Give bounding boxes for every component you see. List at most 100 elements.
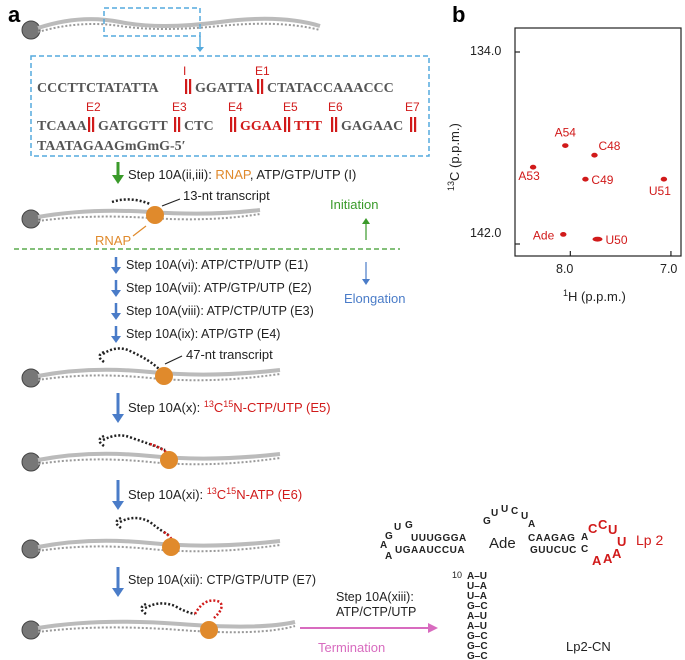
peak-label-c48: C48 xyxy=(598,139,620,153)
nt-red-a2: A xyxy=(603,551,613,566)
seq-line2-s6: GAGAAC xyxy=(341,119,403,134)
stem-pair-6: G–C xyxy=(467,631,488,642)
stem-pair-7: G–C xyxy=(467,641,488,652)
transcript-47-label: 47-nt transcript xyxy=(186,347,273,362)
num-10: 10 xyxy=(452,570,462,580)
seq-line2-s1: TCAAA xyxy=(37,119,88,134)
seq-line1-mid: GGATTA xyxy=(195,81,254,96)
elongation-label: Elongation xyxy=(344,291,405,306)
peak-label-a53: A53 xyxy=(518,169,540,183)
seq-line3: TAATAGAAGmGmG-5′ xyxy=(37,139,186,154)
right-bottom-strand: GUUCUC xyxy=(530,545,577,556)
nt-top-loop-5: A xyxy=(528,519,535,530)
nt-red-c1: C xyxy=(588,521,598,536)
marker-i: I xyxy=(183,64,186,78)
peak-a54 xyxy=(562,143,569,149)
sequence-box xyxy=(30,55,430,157)
dna-complex-e6 xyxy=(21,516,281,559)
nt-red-c2: C xyxy=(598,517,608,532)
nt-red-u2: U xyxy=(617,534,626,549)
seq-line2-s5: TTT xyxy=(294,119,323,134)
ytick-134: 134.0 xyxy=(470,44,501,58)
ade-label: Ade xyxy=(489,535,516,552)
template-zoom-box xyxy=(103,7,201,37)
stem-pair-8: G–C xyxy=(467,651,488,660)
break-e7 xyxy=(410,117,413,132)
panel-a-label: a xyxy=(8,2,21,27)
break-e1 xyxy=(257,79,260,94)
step-ix: Step 10A(ix): ATP/GTP (E4) xyxy=(126,327,280,341)
break-e6 xyxy=(331,117,334,132)
nmr-plot-frame xyxy=(514,27,682,257)
seq-line2-s4: GGAA xyxy=(240,119,283,134)
dna-initiation-complex xyxy=(21,198,261,229)
transcript-13-label: 13-nt transcript xyxy=(183,188,270,203)
marker-e4: E4 xyxy=(228,100,243,114)
nt-red-u1: U xyxy=(608,522,617,537)
step-vii: Step 10A(vii): ATP/GTP/UTP (E2) xyxy=(126,281,312,295)
nt-left-loop-0: U xyxy=(394,522,401,533)
nt-top-loop-3: C xyxy=(511,506,518,517)
dna-template-1 xyxy=(21,16,321,40)
seq-line1-post: CTATACCAAACCC xyxy=(267,81,394,96)
stem-pair-3: G–C xyxy=(467,601,488,612)
bottom-strand: UGAAUCCUA xyxy=(395,545,465,556)
break-e3 xyxy=(174,117,177,132)
lp2cn-title: Lp2-CN xyxy=(566,639,611,654)
stem-pair-2: U–A xyxy=(467,591,487,602)
dna-complex-e5 xyxy=(21,434,281,472)
nt-red-a3: A xyxy=(612,546,622,561)
peak-ade xyxy=(560,232,567,237)
seq-line2-s2: GATGGTT xyxy=(98,119,168,134)
marker-e6: E6 xyxy=(328,100,343,114)
rna-secondary-structure: G U U C U A U G G A A UUUGGGA UGAAUCCUA … xyxy=(380,504,626,660)
dna-47nt-complex xyxy=(21,347,281,388)
break-i xyxy=(185,79,188,94)
step-xii: Step 10A(xii): CTP/GTP/UTP (E7) xyxy=(128,573,316,587)
nt-left-loop-2: G xyxy=(385,531,393,542)
top-strand: UUUGGGA xyxy=(411,533,467,544)
step-xi: Step 10A(xi): 13C15N-ATP (E6) xyxy=(128,486,302,502)
break-e2 xyxy=(88,117,91,132)
panel-b-label: b xyxy=(452,2,465,27)
peak-label-a54: A54 xyxy=(555,126,577,140)
step-x: Step 10A(x): 13C15N-CTP/UTP (E5) xyxy=(128,399,331,415)
stem-pair-4: A–U xyxy=(467,611,487,622)
xtick-8: 8.0 xyxy=(556,262,573,276)
break-e5 xyxy=(284,117,287,132)
step-xiii-line1: Step 10A(xiii): xyxy=(336,590,414,604)
step-viii: Step 10A(viii): ATP/CTP/UTP (E3) xyxy=(126,304,314,318)
dna-complex-e7 xyxy=(21,599,296,640)
nt-top-loop-0: G xyxy=(483,516,491,527)
lp2-label: Lp 2 xyxy=(636,532,663,548)
marker-e7: E7 xyxy=(405,100,420,114)
termination-label: Termination xyxy=(318,640,385,655)
step-xiii-line2: ATP/CTP/UTP xyxy=(336,605,416,619)
nt-right-small-0: A xyxy=(581,532,588,543)
peak-u51 xyxy=(660,176,668,182)
stem-pair-0: A–U xyxy=(467,571,487,582)
marker-e5: E5 xyxy=(283,100,298,114)
seq-line1-pre: CCCTTCTATATTA xyxy=(37,81,159,96)
seq-line2-s3: CTC xyxy=(184,119,214,134)
zoom-arrow xyxy=(196,47,204,52)
nmr-ylabel: 13C (p.p.m.) xyxy=(446,123,462,191)
stem-pair-5: A–U xyxy=(467,621,487,632)
xtick-7: 7.0 xyxy=(660,262,677,276)
right-top-strand: CAAGAG xyxy=(528,533,575,544)
step-init: Step 10A(ii,iii): RNAP, ATP/GTP/UTP (I) xyxy=(128,167,356,182)
nt-right-small-1: C xyxy=(581,544,588,555)
marker-e3: E3 xyxy=(172,100,187,114)
nt-top-loop-1: U xyxy=(491,508,498,519)
peak-label-ade: Ade xyxy=(533,228,555,242)
nt-left-loop-1: G xyxy=(405,520,413,531)
elongation-steps xyxy=(111,257,121,343)
stem-pair-1: U–A xyxy=(467,581,487,592)
step-vi: Step 10A(vi): ATP/CTP/UTP (E1) xyxy=(126,258,308,272)
nt-left-loop-3: A xyxy=(380,540,387,551)
ytick-142: 142.0 xyxy=(470,226,501,240)
peak-c49 xyxy=(582,176,589,182)
peak-a53 xyxy=(529,164,537,170)
